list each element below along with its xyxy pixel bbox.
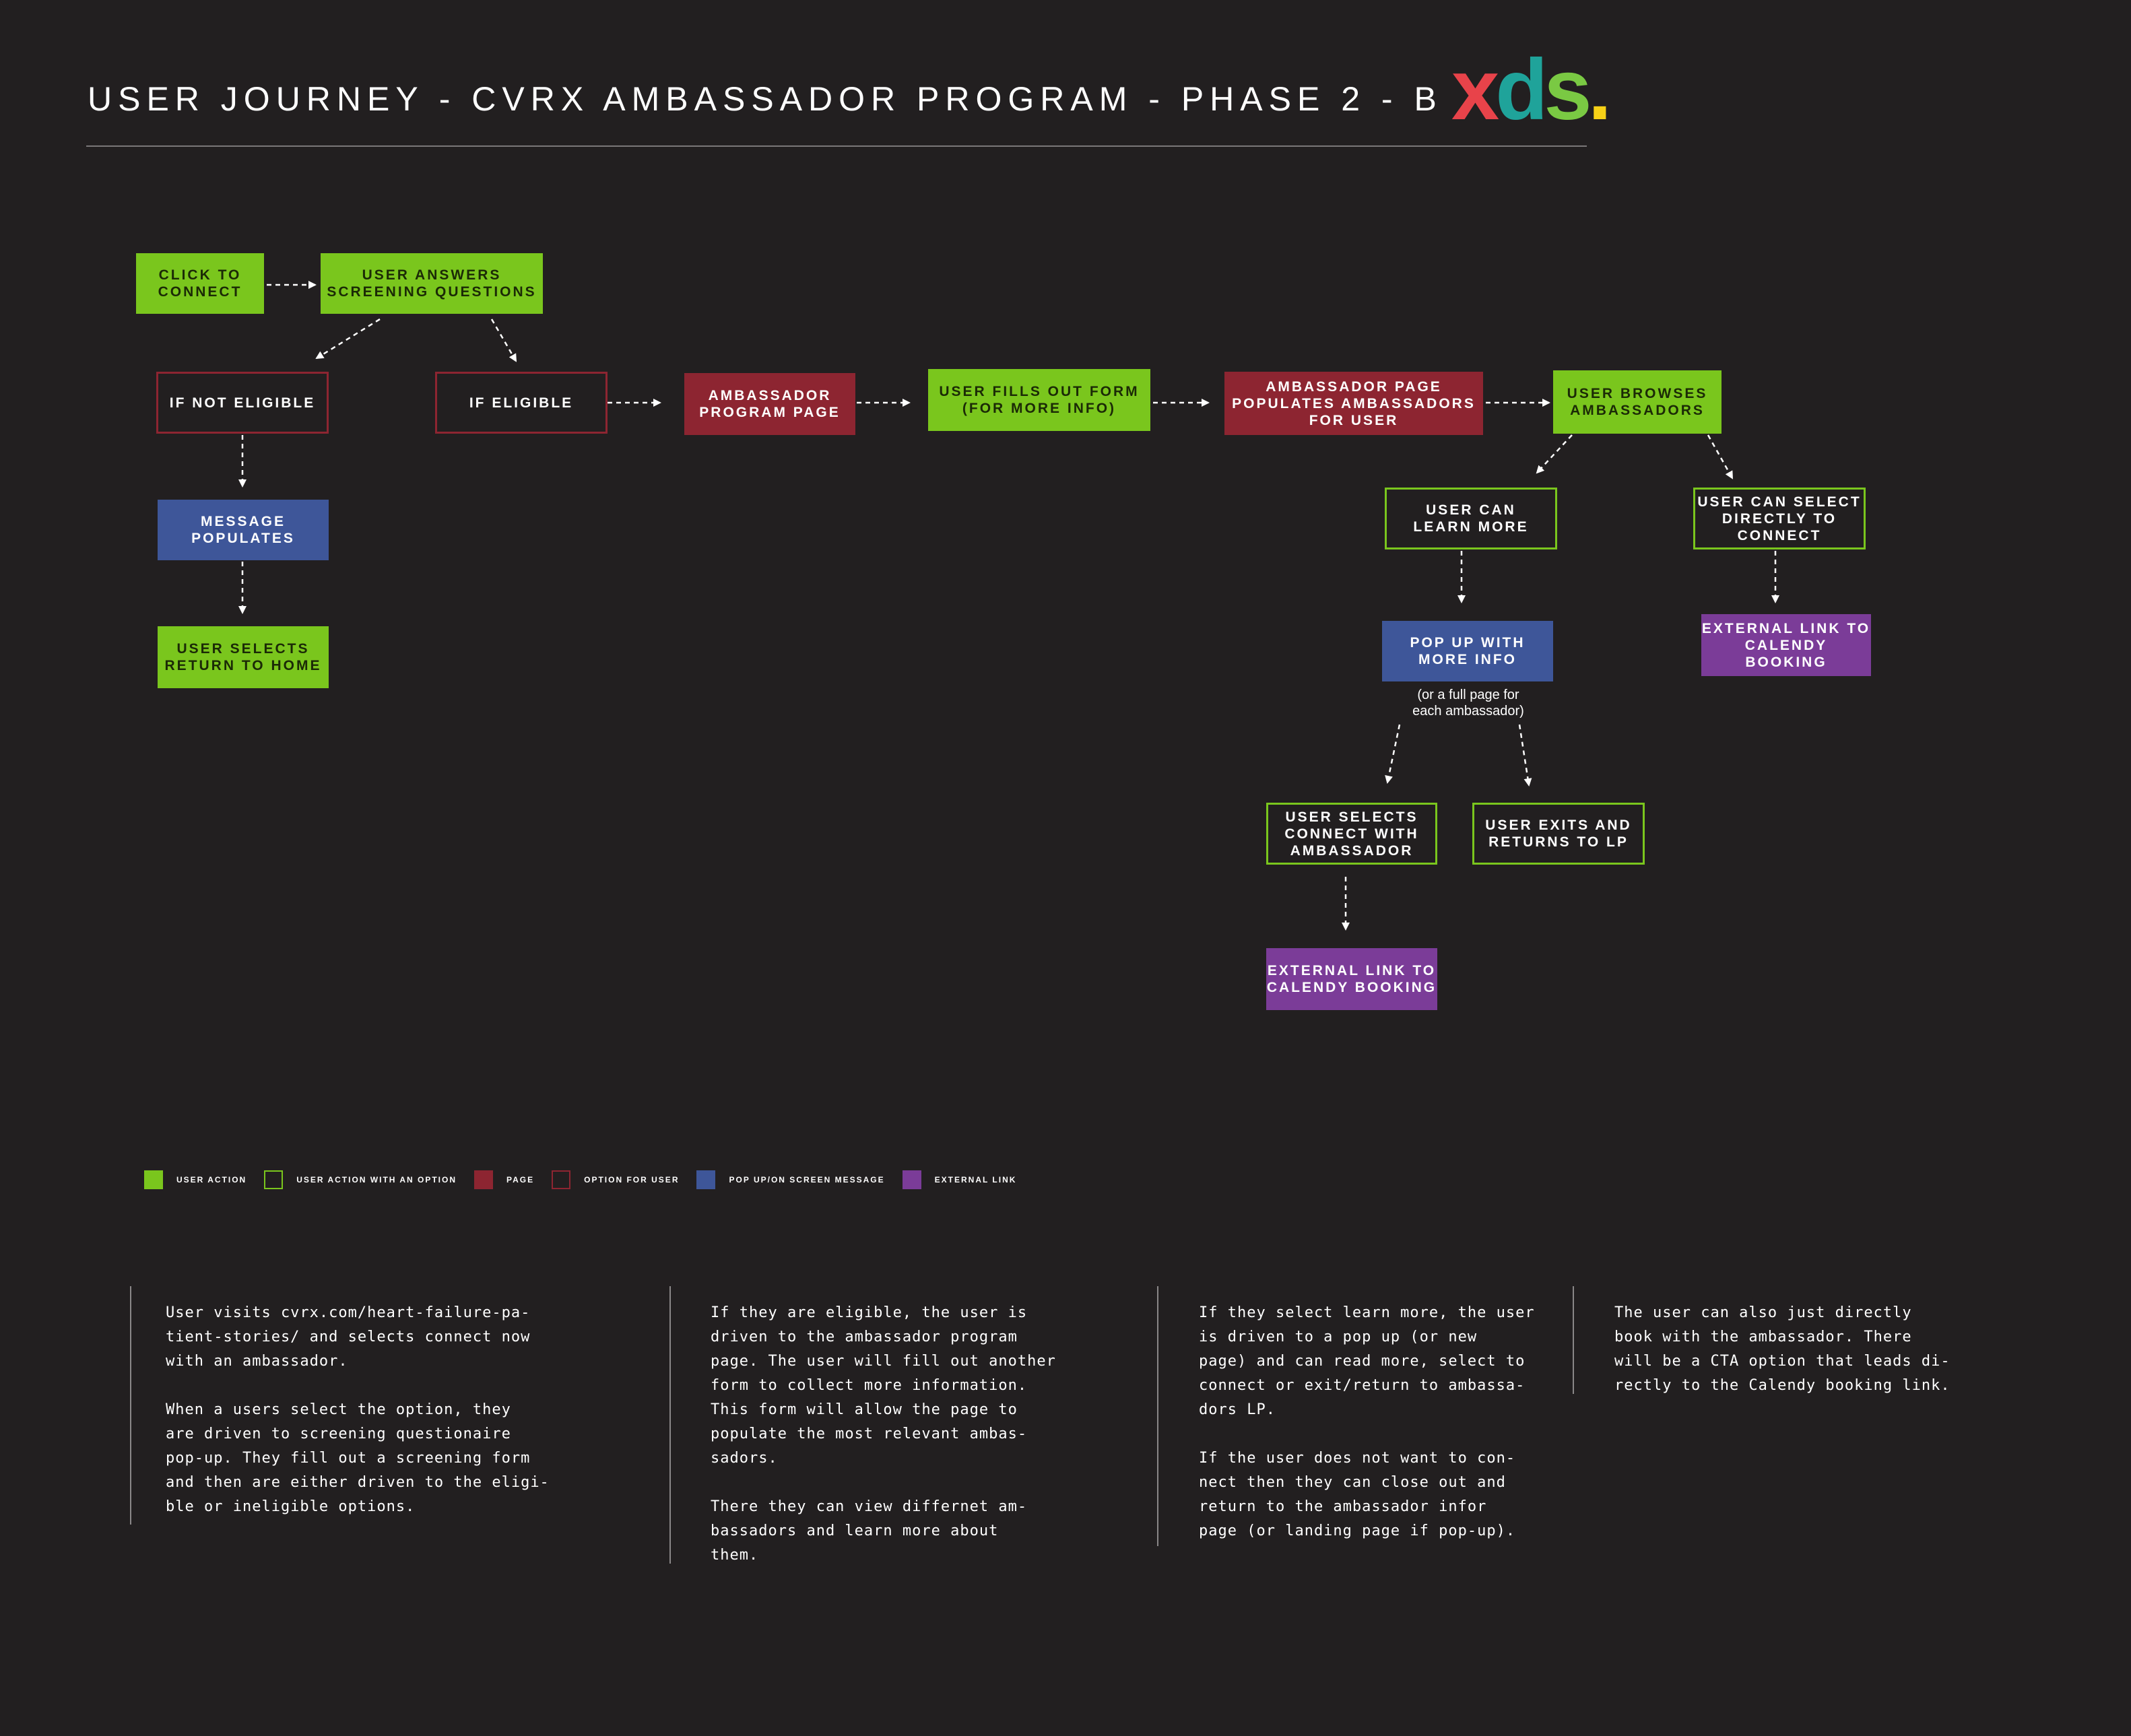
column-divider [669, 1286, 671, 1564]
legend-user-action: USER ACTION [144, 1170, 247, 1189]
legend-swatch [144, 1170, 163, 1189]
user-answers-node: USER ANSWERS SCREENING QUESTIONS [321, 253, 543, 314]
logo-letter-s: s [1544, 42, 1592, 138]
if-eligible-node: IF ELIGIBLE [435, 372, 608, 434]
column-divider [1157, 1286, 1158, 1546]
column-divider [1573, 1286, 1574, 1394]
user-can-learn-more-node: USER CAN LEARN MORE [1385, 488, 1557, 549]
legend-label: POP UP/ON SCREEN MESSAGE [729, 1175, 885, 1184]
message-populates-node: MESSAGE POPULATES [158, 500, 329, 560]
arrow-popup-to-select-connect [1385, 724, 1401, 784]
external-link-bottom-node: EXTERNAL LINK TO CALENDY BOOKING [1266, 948, 1437, 1010]
legend-label: USER ACTION [176, 1175, 247, 1184]
legend-swatch [552, 1170, 571, 1189]
user-selects-connect-node: USER SELECTS CONNECT WITH AMBASSADOR [1266, 803, 1437, 865]
arrow-browses-to-select-directly [1707, 434, 1734, 479]
legend-label: OPTION FOR USER [584, 1175, 680, 1184]
arrow-popup-to-exits [1518, 724, 1532, 787]
legend-swatch [696, 1170, 716, 1189]
user-browses-node: USER BROWSES AMBASSADORS [1553, 370, 1722, 434]
description-column-3: If they select learn more, the user is d… [1199, 1304, 1535, 1539]
logo-letter-x: x [1451, 42, 1499, 138]
description-column-2: If they are eligible, the user is driven… [711, 1304, 1056, 1564]
legend-swatch [264, 1170, 284, 1189]
description-column-4: The user can also just directly book wit… [1614, 1304, 1950, 1394]
legend-page: PAGE [474, 1170, 534, 1189]
legend: USER ACTION USER ACTION WITH AN OPTION P… [144, 1170, 1034, 1189]
click-to-connect-node: CLICK TO CONNECT [136, 253, 264, 314]
pop-up-more-info-node: POP UP WITH MORE INFO [1382, 621, 1553, 681]
description-column-1: User visits cvrx.com/heart-failure-pa- t… [166, 1304, 550, 1515]
legend-label: PAGE [506, 1175, 535, 1184]
legend-label: USER ACTION WITH AN OPTION [296, 1175, 457, 1184]
user-selects-return-node: USER SELECTS RETURN TO HOME [158, 626, 329, 688]
user-exits-node: USER EXITS AND RETURNS TO LP [1472, 803, 1645, 865]
logo-letter-d: d [1495, 42, 1548, 138]
arrow-answers-to-eligible [490, 319, 517, 362]
if-not-eligible-node: IF NOT ELIGIBLE [156, 372, 329, 434]
ambassador-program-page-node: AMBASSADOR PROGRAM PAGE [684, 373, 855, 435]
page-title: USER JOURNEY - CVRX AMBASSADOR PROGRAM -… [88, 80, 1443, 118]
arrow-browses-to-learn-more [1536, 434, 1573, 474]
legend-external-link: EXTERNAL LINK [902, 1170, 1017, 1189]
legend-popup: POP UP/ON SCREEN MESSAGE [696, 1170, 884, 1189]
legend-option-for-user: OPTION FOR USER [552, 1170, 679, 1189]
column-divider [130, 1286, 131, 1525]
arrow-answers-to-not-eligible [315, 318, 381, 360]
legend-label: EXTERNAL LINK [934, 1175, 1017, 1184]
legend-swatch [902, 1170, 921, 1189]
user-fills-form-node: USER FILLS OUT FORM (FOR MORE INFO) [928, 369, 1150, 431]
external-link-right-node: EXTERNAL LINK TO CALENDY BOOKING [1701, 614, 1871, 676]
ambassador-page-populates-node: AMBASSADOR PAGE POPULATES AMBASSADORS FO… [1224, 372, 1483, 435]
xds-logo: xds. [1451, 42, 1612, 138]
legend-user-action-option: USER ACTION WITH AN OPTION [264, 1170, 457, 1189]
legend-swatch [474, 1170, 494, 1189]
popup-note: (or a full page for each ambassador) [1412, 688, 1524, 719]
user-can-select-directly-node: USER CAN SELECT DIRECTLY TO CONNECT [1693, 488, 1866, 549]
title-divider [86, 145, 1587, 147]
